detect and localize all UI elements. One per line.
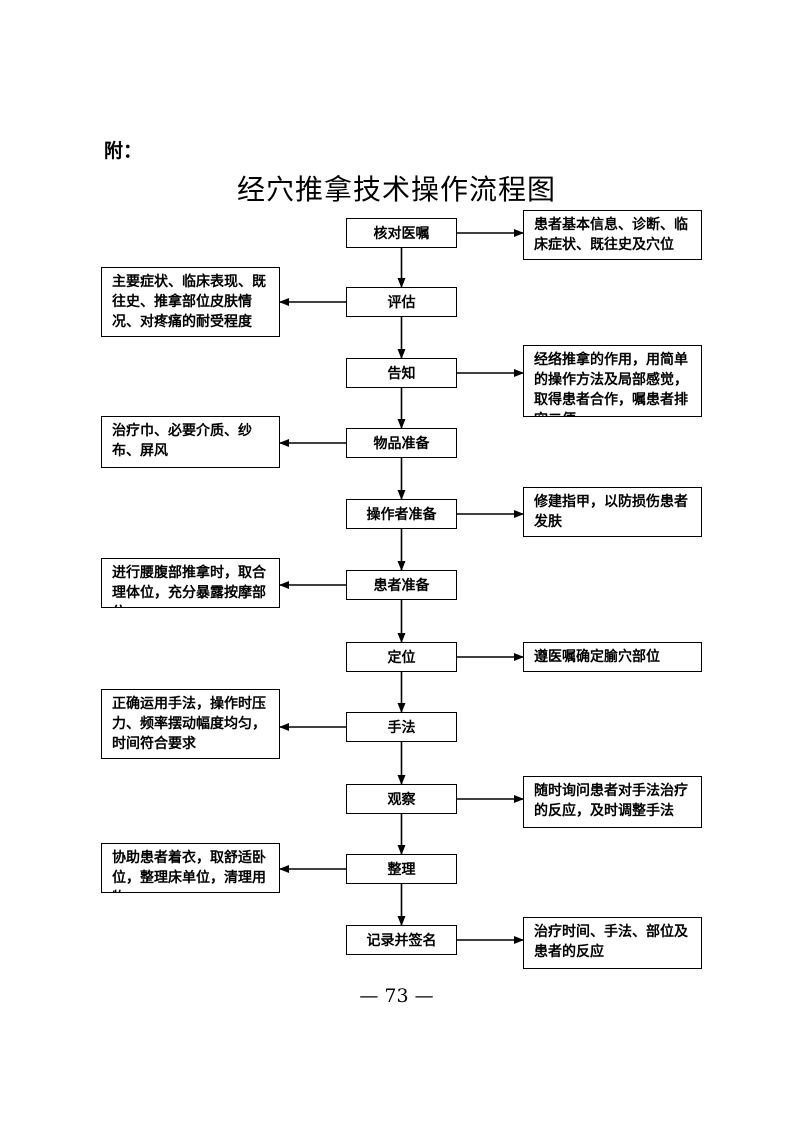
note-box-left: 正确运用手法，操作时压力、频率摆动幅度均匀，时间符合要求 bbox=[101, 689, 280, 759]
step-box: 核对医嘱 bbox=[346, 218, 457, 248]
step-box: 记录并签名 bbox=[346, 925, 457, 955]
flowchart-title: 经穴推拿技术操作流程图 bbox=[236, 173, 556, 206]
step-box: 告知 bbox=[346, 358, 457, 388]
step-box: 评估 bbox=[346, 287, 457, 317]
step-box: 操作者准备 bbox=[346, 499, 457, 529]
step-box: 整理 bbox=[346, 854, 457, 884]
step-box: 手法 bbox=[346, 712, 457, 742]
note-box-left: 协助患者着衣，取舒适卧位，整理床单位，清理用物 bbox=[101, 843, 280, 893]
note-box-left: 治疗巾、必要介质、纱布、屏风 bbox=[101, 416, 280, 468]
page-number: — 73 — bbox=[359, 985, 434, 1007]
note-box-right: 患者基本信息、诊断、临床症状、既往史及穴位 bbox=[523, 210, 702, 260]
note-box-left: 主要症状、临床表现、既往史、推拿部位皮肤情况、对疼痛的耐受程度 bbox=[101, 267, 280, 337]
note-box-right: 修建指甲，以防损伤患者发肤 bbox=[523, 487, 702, 537]
step-box: 定位 bbox=[346, 642, 457, 672]
note-box-right: 随时询问患者对手法治疗的反应，及时调整手法 bbox=[523, 776, 702, 828]
note-box-right: 治疗时间、手法、部位及患者的反应 bbox=[523, 917, 702, 969]
step-box: 观察 bbox=[346, 784, 457, 814]
note-box-right: 经络推拿的作用，用简单的操作方法及局部感觉，取得患者合作，嘱患者排空二便 bbox=[523, 345, 702, 417]
step-box: 患者准备 bbox=[346, 570, 457, 600]
note-box-left: 进行腰腹部推拿时，取合理体位，充分暴露按摩部位 bbox=[101, 558, 280, 608]
note-box-right: 遵医嘱确定腧穴部位 bbox=[523, 642, 702, 672]
step-box: 物品准备 bbox=[346, 428, 457, 458]
attachment-label: 附： bbox=[104, 140, 143, 162]
